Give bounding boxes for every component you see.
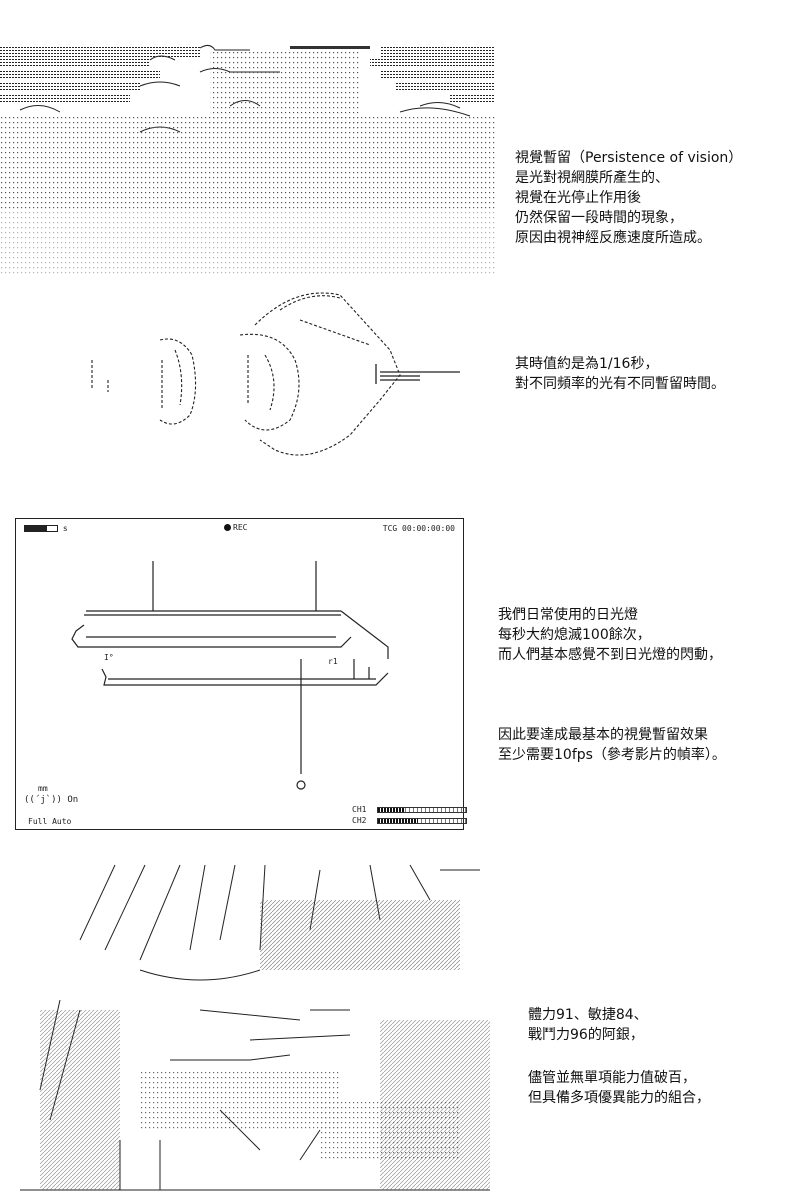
eye-art (91, 292, 460, 456)
channel-2: CH2 (352, 816, 468, 825)
caption-line: 視覺暫留（Persistence of vision） (515, 150, 743, 166)
caption-line: 視覺在光停止作用後 (515, 190, 641, 206)
battery-fill (25, 526, 48, 531)
lamp-letter-right: r1 (328, 657, 338, 666)
lamp-letter-left: I° (104, 653, 114, 662)
eye-art-panel (80, 280, 480, 465)
caption-ability: 儘管並無單項能力值破百， 但具備多項優異能力的組合， (528, 1068, 710, 1108)
caption-line: 戰鬥力96的阿銀， (528, 1027, 644, 1043)
battery-indicator: s (24, 524, 68, 533)
character-art (20, 864, 490, 1191)
caption-line: 每秒大約熄滅100餘次， (498, 627, 651, 643)
eye-letters: mm (38, 784, 48, 793)
caption-fps: 因此要達成最基本的視覺暫留效果 至少需要10fps（參考影片的幀率）。 (498, 725, 726, 765)
ch2-meter (377, 817, 468, 824)
caption-line: 對不同頻率的光有不同暫留時間。 (515, 376, 725, 392)
caption-line: 其時值約是為1/16秒， (515, 356, 659, 372)
ch2-label: CH2 (352, 816, 367, 825)
caption-line: 是光對視網膜所產生的、 (515, 170, 669, 186)
eye-face: ((´j`)) On (24, 795, 79, 805)
rec-indicator: REC (224, 523, 247, 532)
battery-bar (24, 525, 58, 532)
caption-line: 仍然保留一段時間的現象， (515, 210, 683, 226)
caption-line: 而人們基本感覺不到日光燈的閃動， (498, 647, 722, 663)
ch1-fill (378, 807, 405, 812)
camera-viewfinder: s REC TCG 00:00:00:00 I° r1 mm ((´j`)) O… (15, 518, 468, 830)
caption-timing: 其時值約是為1/16秒， 對不同頻率的光有不同暫留時間。 (515, 354, 725, 394)
sky-art (0, 44, 495, 275)
battery-suffix: s (62, 524, 68, 533)
ch2-fill (378, 818, 418, 823)
channel-1: CH1 (352, 805, 468, 814)
ch1-label: CH1 (352, 805, 367, 814)
timecode: TCG 00:00:00:00 (382, 524, 455, 533)
caption-line: 體力91、敏捷84、 (528, 1007, 648, 1023)
caption-line: 原因由視神經反應速度所造成。 (515, 230, 711, 246)
caption-line: 我們日常使用的日光燈 (498, 607, 638, 623)
character-art-panel (20, 860, 490, 1200)
rec-dot-icon (224, 524, 231, 531)
caption-line: 儘管並無單項能力值破百， (528, 1070, 696, 1086)
caption-line: 但具備多項優異能力的組合， (528, 1090, 710, 1106)
ch1-meter (377, 806, 468, 813)
mode-label: Full Auto (28, 817, 72, 826)
caption-persistence: 視覺暫留（Persistence of vision） 是光對視網膜所產生的、 … (515, 148, 742, 248)
fluorescent-lamp-art (71, 561, 389, 790)
caption-line: 因此要達成最基本的視覺暫留效果 (498, 727, 708, 743)
caption-line: 至少需要10fps（參考影片的幀率）。 (498, 747, 726, 763)
caption-lamp: 我們日常使用的日光燈 每秒大約熄滅100餘次， 而人們基本感覺不到日光燈的閃動， (498, 605, 722, 665)
rec-label: REC (233, 523, 248, 532)
sky-art-panel (0, 40, 495, 275)
caption-character: 體力91、敏捷84、 戰鬥力96的阿銀， (528, 1005, 648, 1045)
